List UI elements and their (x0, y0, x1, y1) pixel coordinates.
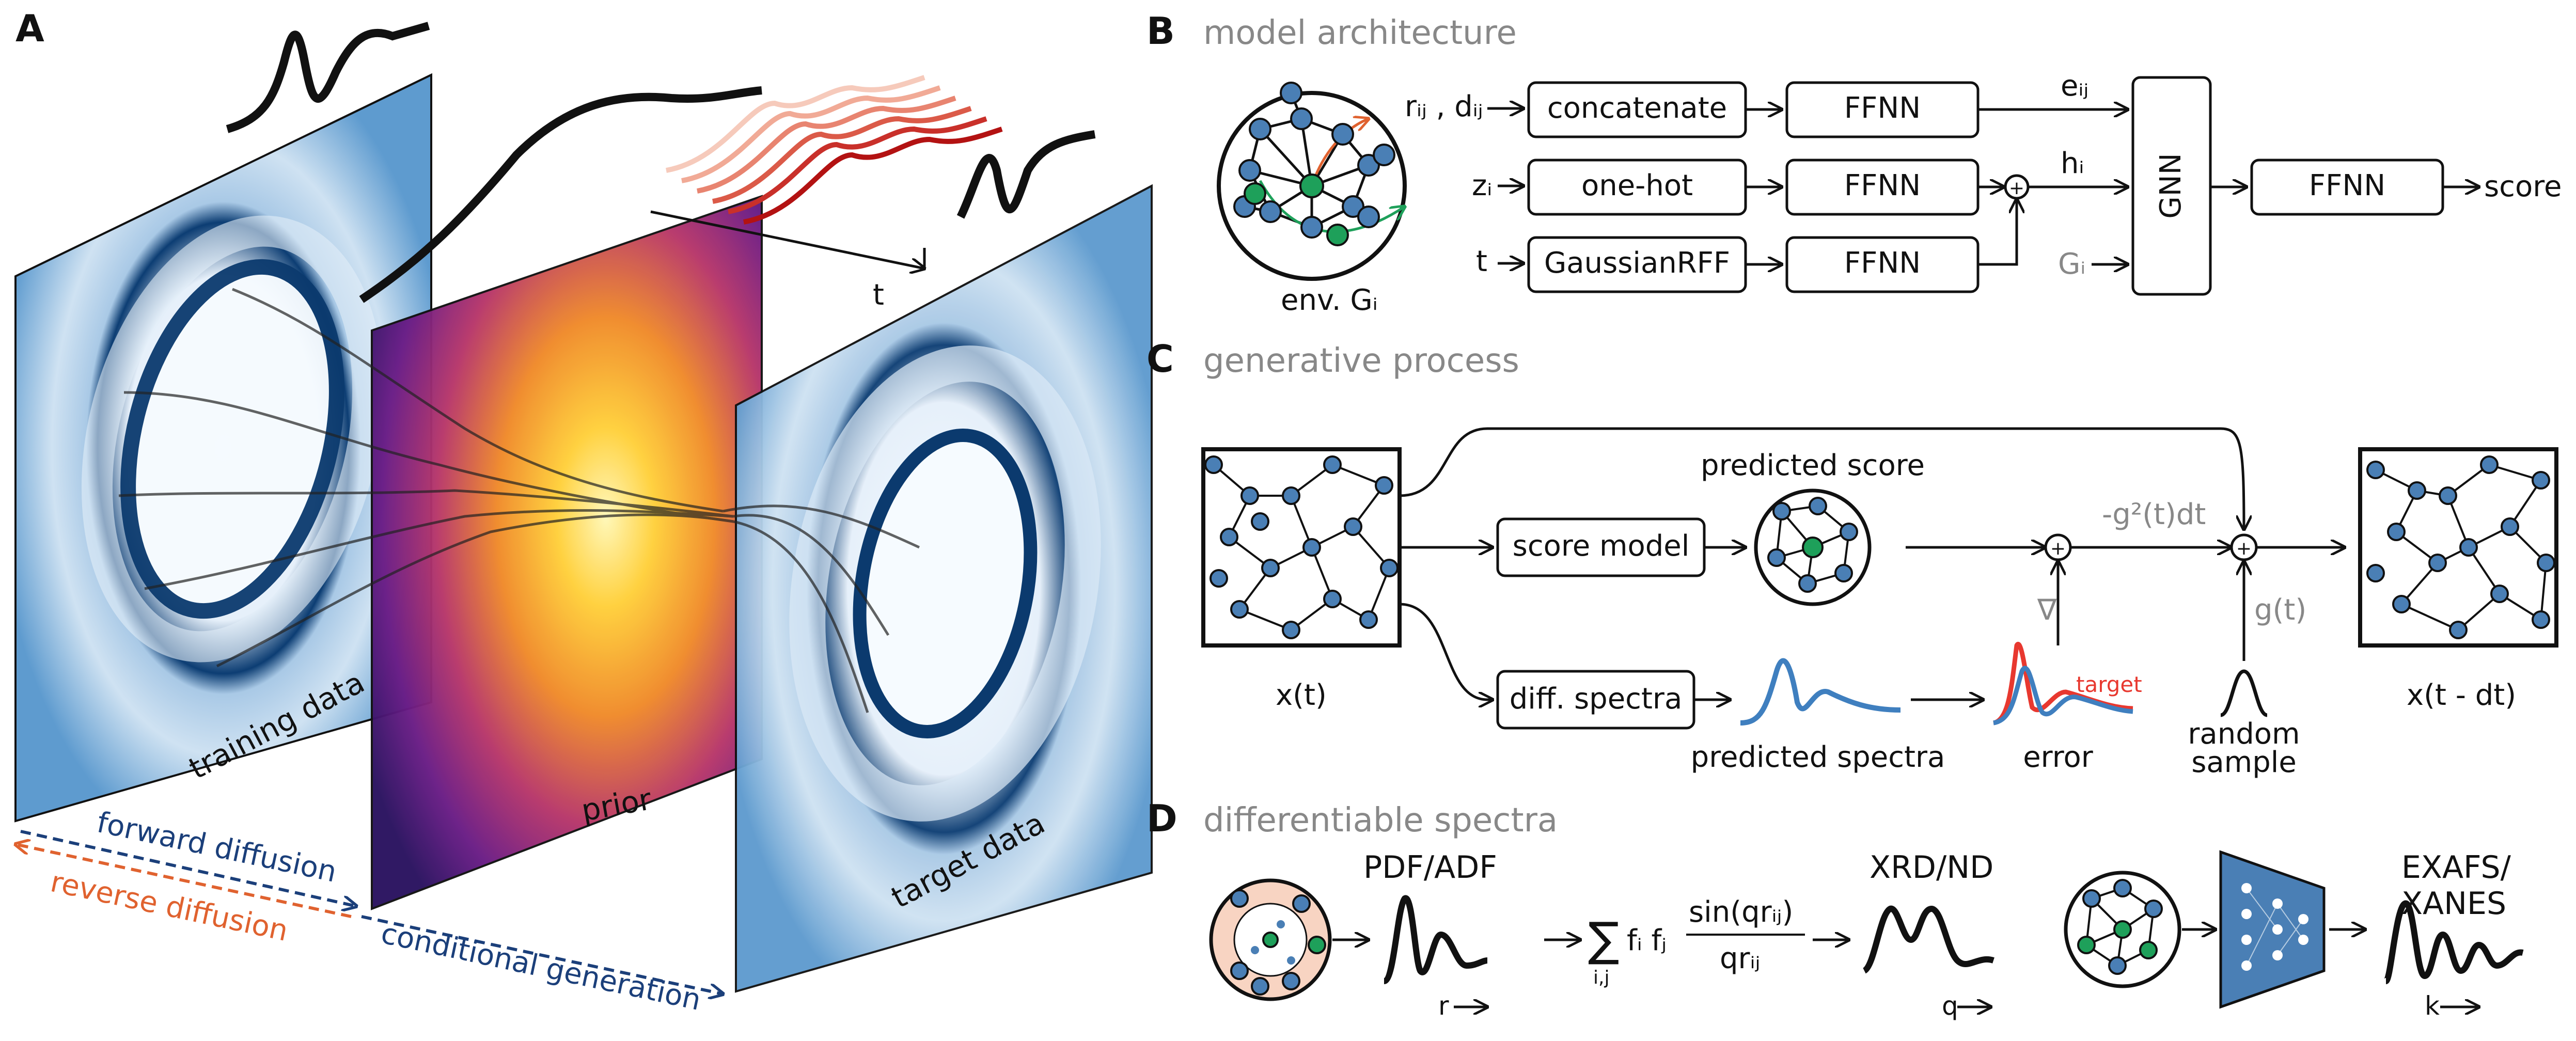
g2-label: -g²(t)dt (2102, 498, 2206, 531)
sum-index: i,j (1593, 967, 1609, 988)
training-data-plane (14, 73, 432, 823)
conditional-generation-label: conditional generation (378, 917, 704, 1017)
pdf-curve (1383, 895, 1488, 984)
ffnn-label-out: FFNN (2309, 169, 2385, 202)
panel-c-label: C (1146, 337, 1174, 381)
error-plot (1992, 641, 2133, 725)
panel-d-label: D (1146, 797, 1177, 840)
score-model-label: score model (1513, 529, 1690, 563)
svg-text:+: + (2236, 538, 2252, 559)
xrd-label: XRD/ND (1870, 849, 1993, 886)
ffnn-label-3: FFNN (1844, 246, 1921, 280)
pdf-environment (1209, 878, 1332, 1001)
svg-text:+: + (2050, 538, 2066, 559)
sin-denominator: qrᵢⱼ (1720, 942, 1760, 975)
ffnn-label-2: FFNN (1844, 169, 1921, 202)
t-axis-label: t (873, 278, 884, 312)
pdf-label: PDF/ADF (1363, 849, 1497, 886)
input-t-label: t (1476, 245, 1487, 278)
q-axis-label: q (1942, 991, 1958, 1021)
reverse-diffusion-arrow (15, 844, 352, 918)
conditional-generation-arrow (361, 915, 723, 994)
predicted-score-graph (1754, 488, 1872, 606)
predicted-score-label: predicted score (1701, 449, 1925, 482)
panel-b-title: model architecture (1203, 14, 1517, 52)
panel-d-title: differentiable spectra (1203, 801, 1558, 840)
r-axis-label: r (1438, 991, 1449, 1021)
gaussian-rff-label: GaussianRFF (1544, 246, 1730, 280)
prior-curve (359, 86, 762, 303)
exafs-curve (2383, 900, 2524, 984)
exafs-label: EXAFS/ (2401, 849, 2511, 886)
score-label: score (2484, 170, 2562, 203)
k-axis-label: k (2425, 991, 2440, 1021)
forward-diffusion-arrow (20, 830, 356, 906)
gt-label: g(t) (2254, 593, 2306, 627)
xt-label: x(t) (1276, 679, 1327, 712)
input-z-label: zᵢ (1472, 169, 1492, 202)
f-terms: fᵢ fⱼ (1627, 924, 1667, 957)
neural-network-icon (2219, 850, 2326, 1009)
xt-structure (1201, 447, 1402, 648)
env-label: env. Gᵢ (1281, 283, 1378, 317)
concatenate-label: concatenate (1547, 91, 1727, 125)
input-rij-label: rᵢⱼ , dᵢⱼ (1405, 90, 1483, 123)
time-ridge-plot (650, 75, 1096, 269)
xrd-curve (1862, 905, 1994, 974)
target-label: target (2076, 672, 2142, 697)
sample-label: sample (2191, 746, 2297, 779)
exafs-environment (2064, 871, 2181, 988)
random-label: random (2188, 717, 2300, 751)
panel-c-title: generative process (1203, 342, 1519, 380)
nabla-label: ∇ (2037, 593, 2057, 627)
ffnn-label-1: FFNN (1844, 91, 1921, 125)
panel-b-label: B (1146, 9, 1175, 53)
xtdt-structure (2358, 447, 2558, 648)
predicted-spectra-curve (1740, 658, 1901, 725)
diffusion-trajectories (118, 288, 920, 713)
gnn-label: GNN (2154, 153, 2188, 218)
one-hot-label: one-hot (1581, 169, 1693, 202)
svg-text:+: + (2009, 178, 2024, 199)
sum-symbol: ∑ (1588, 912, 1620, 967)
eij-label: eᵢⱼ (2061, 69, 2088, 103)
panel-a-label: A (15, 7, 44, 50)
error-label: error (2023, 740, 2094, 774)
xtdt-label: x(t - dt) (2407, 679, 2516, 712)
diff-spectra-label: diff. spectra (1510, 682, 1683, 716)
predicted-spectra-label: predicted spectra (1691, 740, 1945, 774)
gi-label: Gᵢ (2058, 247, 2085, 281)
environment-graph (1217, 82, 1405, 281)
hi-label: hᵢ (2061, 147, 2084, 180)
training-spectrum-curve (226, 22, 430, 133)
target-data-plane (735, 184, 1153, 993)
random-sample-gaussian (2220, 669, 2268, 717)
xanes-label: XANES (2401, 886, 2506, 922)
sin-numerator: sin(qrᵢⱼ) (1689, 895, 1793, 929)
